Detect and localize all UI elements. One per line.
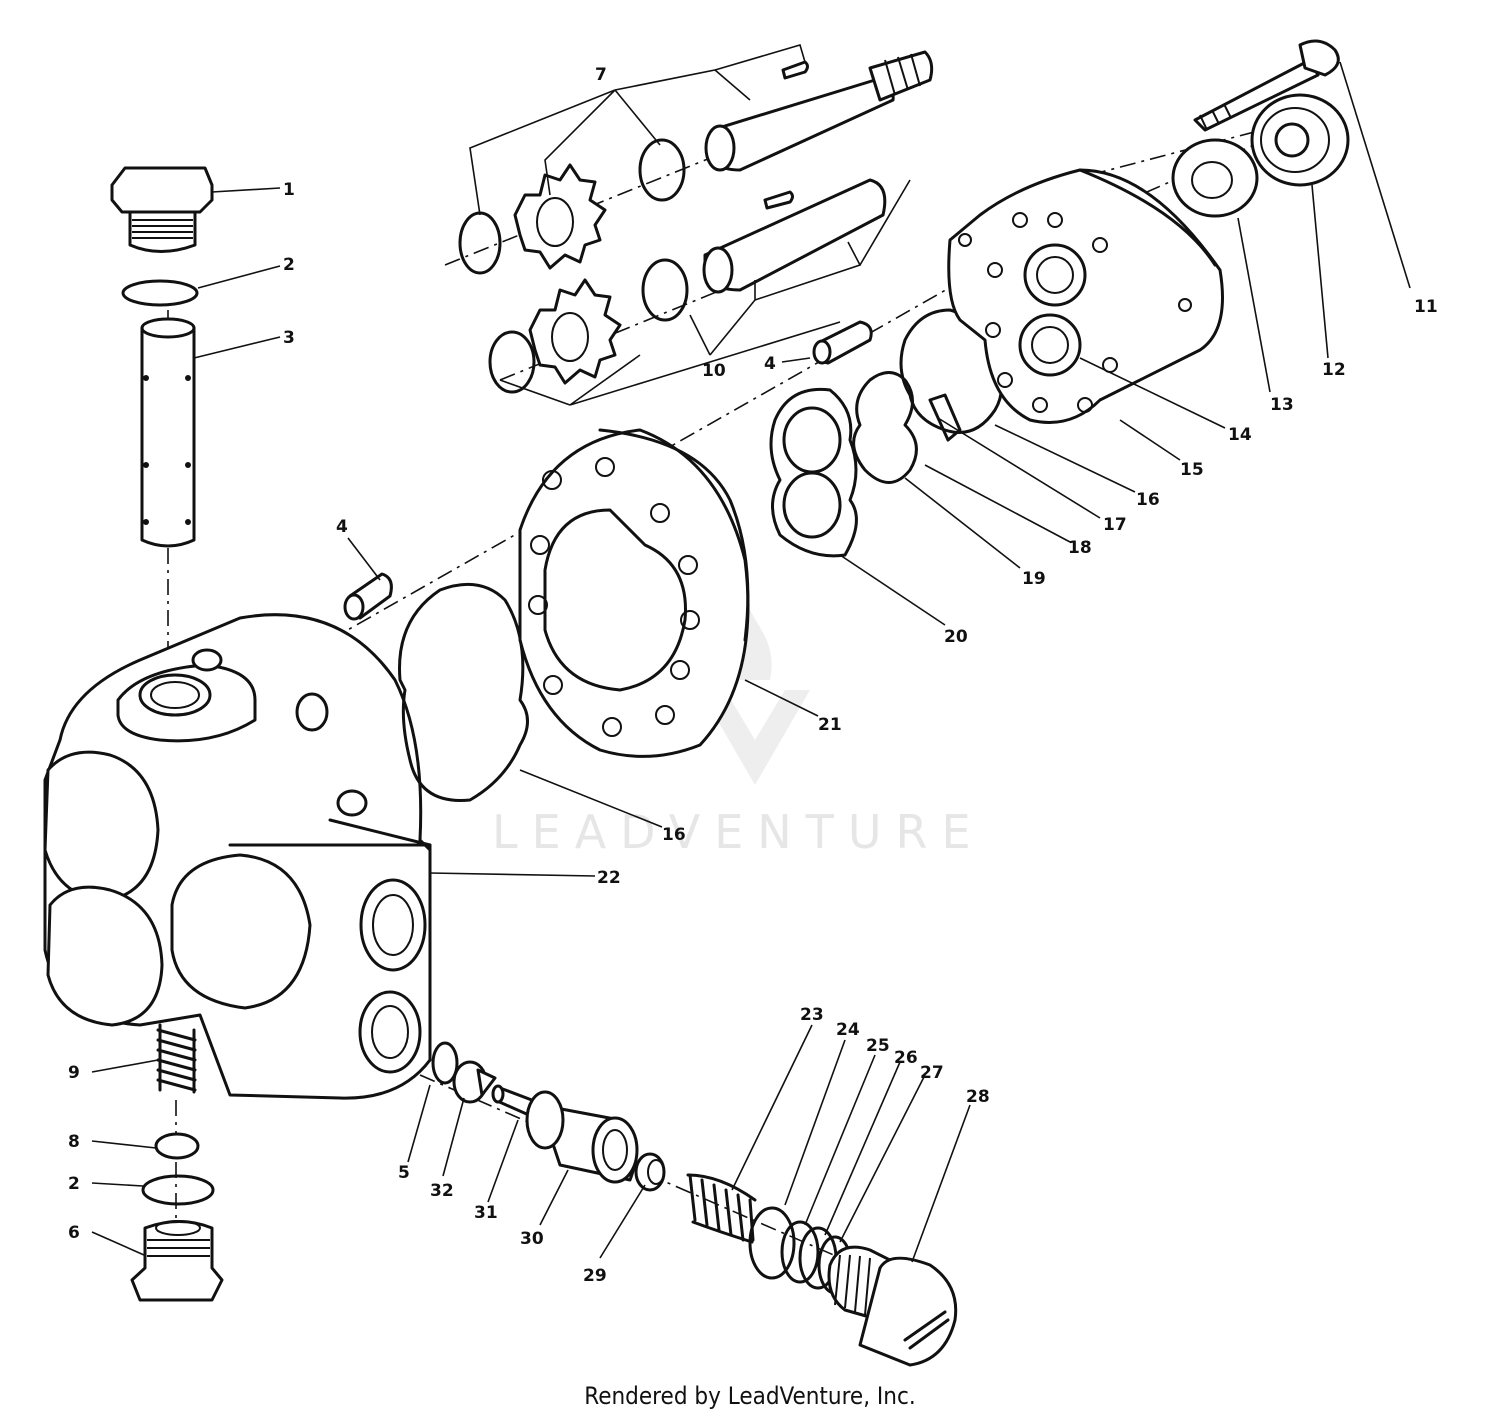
part-23-valve-spring bbox=[686, 1173, 757, 1244]
part-7-drive-shaft bbox=[704, 50, 934, 172]
label-21: 21 bbox=[818, 715, 842, 735]
label-19: 19 bbox=[1022, 569, 1046, 589]
part-24-o-ring bbox=[748, 1206, 796, 1280]
label-3: 3 bbox=[283, 328, 295, 348]
part-8-disc bbox=[154, 1132, 200, 1160]
label-26: 26 bbox=[894, 1048, 918, 1068]
label-15: 15 bbox=[1180, 460, 1204, 480]
part-2-o-ring-top bbox=[121, 279, 199, 307]
part-17-gasket bbox=[899, 308, 1003, 434]
label-23: 23 bbox=[800, 1005, 824, 1025]
label-16-left: 16 bbox=[662, 825, 686, 845]
part-2-o-ring-bottom bbox=[141, 1174, 215, 1206]
label-16-right: 16 bbox=[1136, 490, 1160, 510]
label-22: 22 bbox=[597, 868, 621, 888]
part-7-snap-ring-b bbox=[638, 138, 686, 202]
part-6-drain-plug bbox=[130, 1220, 224, 1302]
footer-credit: Rendered by LeadVenture, Inc. bbox=[584, 1382, 916, 1410]
label-28: 28 bbox=[966, 1087, 990, 1107]
part-30-valve-sleeve bbox=[525, 1090, 639, 1184]
part-13-washer bbox=[1171, 138, 1259, 218]
part-22-pump-housing bbox=[43, 613, 432, 1100]
part-25-backup-ring bbox=[780, 1220, 820, 1284]
part-21-gear-plate bbox=[518, 428, 750, 758]
part-4-dowel-pin-right bbox=[812, 320, 873, 365]
part-10-snap-ring-b bbox=[641, 258, 689, 322]
label-31: 31 bbox=[474, 1203, 498, 1223]
part-11-bolt bbox=[1193, 39, 1340, 132]
label-29: 29 bbox=[583, 1266, 607, 1286]
part-10-driven-shaft bbox=[702, 178, 887, 294]
part-18-seal bbox=[928, 393, 962, 442]
label-2-bottom: 2 bbox=[68, 1174, 80, 1194]
label-6: 6 bbox=[68, 1223, 80, 1243]
label-10: 10 bbox=[702, 361, 726, 381]
leader-lines bbox=[91, 44, 1411, 1263]
label-17: 17 bbox=[1103, 515, 1127, 535]
label-27: 27 bbox=[920, 1063, 944, 1083]
label-24: 24 bbox=[836, 1020, 860, 1040]
part-10-snap-ring-a bbox=[488, 330, 536, 394]
label-5: 5 bbox=[398, 1163, 410, 1183]
label-4-right: 4 bbox=[764, 354, 776, 374]
label-2-top: 2 bbox=[283, 255, 295, 275]
part-28-adjusting-cap bbox=[827, 1245, 958, 1367]
part-1-plug bbox=[110, 166, 214, 253]
part-12-bearing bbox=[1250, 93, 1350, 187]
part-7-snap-ring-a bbox=[458, 211, 502, 275]
part-19-spring-seal bbox=[852, 371, 918, 484]
part-16-gasket-left bbox=[398, 582, 529, 802]
label-14: 14 bbox=[1228, 425, 1252, 445]
label-1: 1 bbox=[283, 180, 295, 200]
part-29-spring-seat bbox=[634, 1152, 666, 1192]
label-12: 12 bbox=[1322, 360, 1346, 380]
watermark-logo-icon bbox=[700, 690, 810, 785]
label-7: 7 bbox=[595, 65, 607, 85]
part-20-wear-plate bbox=[769, 387, 858, 558]
label-20: 20 bbox=[944, 627, 968, 647]
label-25: 25 bbox=[866, 1036, 890, 1056]
label-30: 30 bbox=[520, 1229, 544, 1249]
watermark-text: LEADVENTURE bbox=[492, 805, 985, 859]
callout-labels: 1 2 3 4 4 5 6 7 8 9 2 10 11 12 13 14 15 … bbox=[68, 65, 1438, 1286]
label-4-left: 4 bbox=[336, 517, 348, 537]
part-9-spring bbox=[156, 1023, 197, 1094]
part-5-snap-ring bbox=[431, 1041, 459, 1085]
label-32: 32 bbox=[430, 1181, 454, 1201]
part-7-gear-upper bbox=[513, 163, 607, 270]
part-3-sleeve bbox=[140, 317, 196, 548]
part-10-gear-lower bbox=[528, 278, 622, 385]
label-18: 18 bbox=[1068, 538, 1092, 558]
part-32-poppet bbox=[452, 1060, 497, 1104]
part-4-dowel-pin-left bbox=[343, 572, 393, 621]
label-11: 11 bbox=[1414, 297, 1438, 317]
part-15-cover bbox=[947, 168, 1224, 424]
label-13: 13 bbox=[1270, 395, 1294, 415]
label-9: 9 bbox=[68, 1063, 80, 1083]
label-8: 8 bbox=[68, 1132, 80, 1152]
